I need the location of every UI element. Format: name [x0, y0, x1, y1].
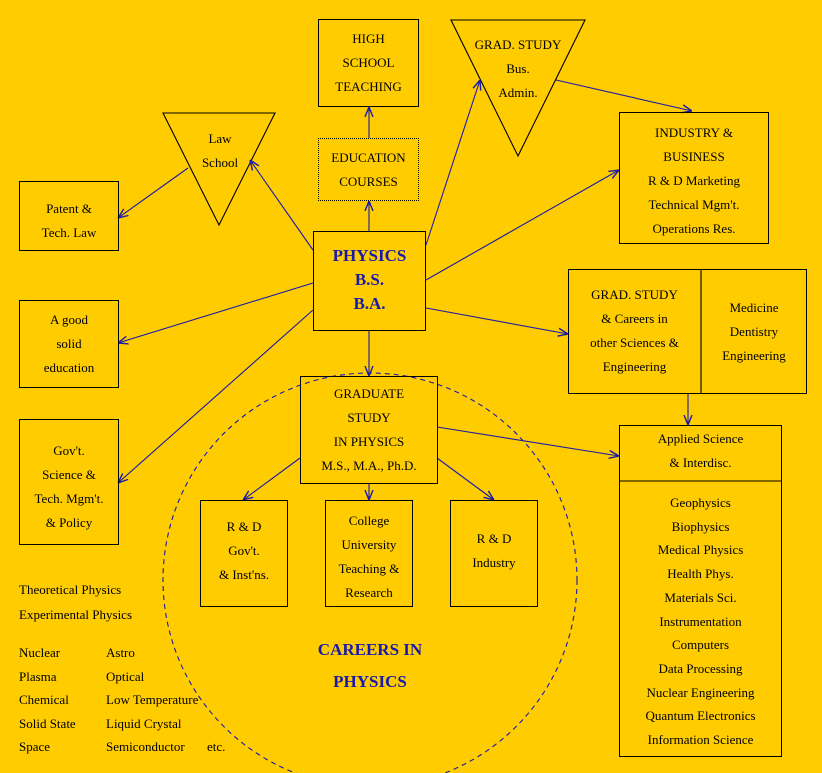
applied-science-title: Applied Science & Interdisc.: [657, 431, 744, 470]
applied-science-box: [619, 425, 782, 757]
grad-other-sciences-box: [568, 269, 807, 394]
list-item: Plasma: [19, 668, 57, 684]
industry-business-box: [619, 112, 769, 244]
arrow-to-industry: [425, 170, 619, 281]
college-box: [325, 500, 413, 607]
arrow-to-govt: [118, 309, 314, 483]
govt-science-label: Gov't. Science & Tech. Mgm't. & Policy: [34, 443, 104, 530]
grad-business-label: GRAD. STUDY Bus. Admin.: [474, 37, 562, 100]
fields-column-2: Astro Optical Low Temperature Liquid Cry…: [106, 641, 198, 759]
list-item: Data Processing: [658, 660, 743, 676]
list-item: Liquid Crystal: [106, 715, 182, 731]
list-item: Computers: [671, 637, 730, 653]
medicine-label: Medicine Dentistry Engineering: [722, 300, 786, 363]
list-item: Space: [19, 739, 51, 754]
rd-industry-label: R & D Industry: [472, 531, 516, 570]
arrow-to-law: [250, 160, 314, 251]
list-item: Biophysics: [671, 518, 730, 534]
list-item: Chemical: [19, 692, 69, 707]
careers-in-physics-label: CAREERS IN PHYSICS: [317, 640, 423, 691]
fields-etc: etc.: [207, 739, 226, 754]
rd-industry-box: [450, 500, 538, 607]
list-item: Health Phys.: [667, 566, 734, 582]
high-school-teaching-box: [318, 19, 419, 107]
grad-physics-label: GRADUATE STUDY IN PHYSICS M.S., M.A., Ph…: [321, 386, 417, 473]
govt-science-box: [19, 419, 119, 545]
grad-physics-box: [300, 376, 438, 484]
education-courses-label: EDUCATION COURSES: [331, 150, 406, 189]
arrow-to-grad-other: [425, 307, 568, 334]
law-school-label: Law School: [201, 131, 239, 170]
applied-science-list: Geophysics Biophysics Medical Physics He…: [619, 491, 782, 752]
fields-column-1: Nuclear Plasma Chemical Solid State Spac…: [19, 641, 76, 759]
college-label: College University Teaching & Research: [338, 513, 400, 600]
arrow-to-rd-govt: [243, 457, 301, 500]
physics-center-label: PHYSICS B.S. B.A.: [332, 246, 407, 313]
list-item: Medical Physics: [657, 542, 744, 558]
list-item: Astro: [106, 645, 135, 660]
arrow-to-good-education: [118, 282, 314, 343]
industry-business-label: INDUSTRY & BUSINESS R & D Marketing Tech…: [647, 125, 741, 236]
list-item: Instrumentation: [659, 613, 742, 629]
fields-headers: Theoretical Physics Experimental Physics: [19, 582, 133, 622]
arrow-to-rd-industry: [436, 457, 494, 500]
arrow-business-to-industry: [555, 79, 692, 111]
list-item: Geophysics: [670, 495, 731, 510]
education-courses-box: [318, 138, 419, 201]
rd-govt-label: R & D Gov't. & Inst'ns.: [218, 519, 269, 582]
list-item: Nuclear: [19, 645, 61, 660]
arrow-to-applied: [436, 426, 619, 456]
list-item: Quantum Electronics: [645, 708, 756, 724]
patent-law-label: Patent & Tech. Law: [41, 201, 97, 240]
grad-business-triangle: [450, 19, 586, 158]
good-education-box: [19, 300, 119, 388]
arrow-to-grad-business: [425, 80, 480, 246]
high-school-teaching-label: HIGH SCHOOL TEACHING: [335, 31, 402, 94]
patent-law-box: [19, 181, 119, 251]
list-item: Solid State: [19, 715, 76, 731]
list-item: Nuclear Engineering: [646, 684, 755, 700]
good-education-label: A good solid education: [43, 312, 95, 375]
list-item: Optical: [106, 668, 145, 684]
list-item: Low Temperature: [106, 692, 199, 707]
rd-govt-box: [200, 500, 288, 607]
physics-center-box: [313, 231, 426, 331]
list-item: Materials Sci.: [664, 589, 737, 605]
list-item: Semiconductor: [106, 739, 185, 754]
grad-other-sciences-label: GRAD. STUDY & Careers in other Sciences …: [590, 287, 679, 374]
law-school-triangle: [162, 112, 276, 227]
arrow-to-patent: [118, 167, 189, 218]
list-item: Information Science: [647, 732, 754, 748]
